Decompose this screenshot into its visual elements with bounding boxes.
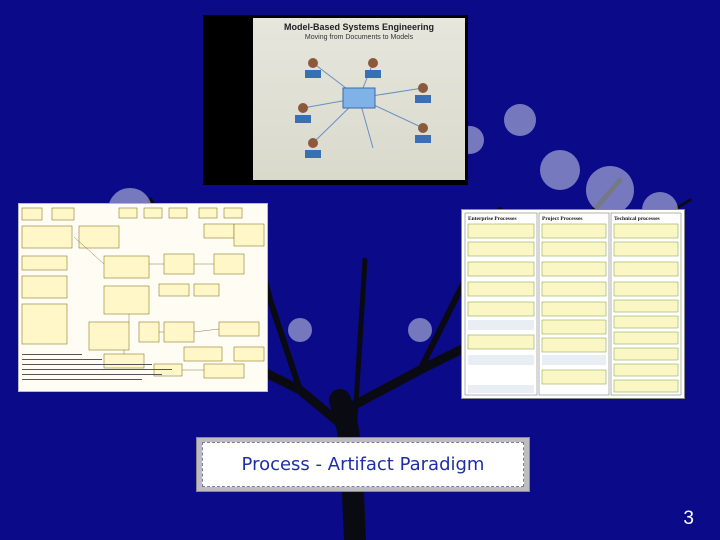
table-header-technical: Technical processes xyxy=(614,216,660,222)
table-header-project: Project Processes xyxy=(542,216,583,222)
page-number: 3 xyxy=(683,508,694,529)
process-flow-diagram-image xyxy=(18,203,268,392)
table-header-enterprise: Enterprise Processes xyxy=(468,216,517,222)
caption-box: Process - Artifact Paradigm xyxy=(196,437,530,492)
conference-photo: Model-Based Systems Engineering Moving f… xyxy=(203,15,468,185)
slide-caption: Process - Artifact Paradigm xyxy=(241,454,485,475)
projection-screen: Model-Based Systems Engineering Moving f… xyxy=(253,18,465,180)
photo-slide-title: Model-Based Systems Engineering xyxy=(283,22,435,32)
mbse-diagram-illustration xyxy=(295,58,431,158)
process-categories-table-image: Enterprise Processes Project Processes T… xyxy=(461,209,685,399)
caption-inner-frame: Process - Artifact Paradigm xyxy=(202,442,524,487)
photo-slide-subtitle: Moving from Documents to Models xyxy=(304,34,414,41)
